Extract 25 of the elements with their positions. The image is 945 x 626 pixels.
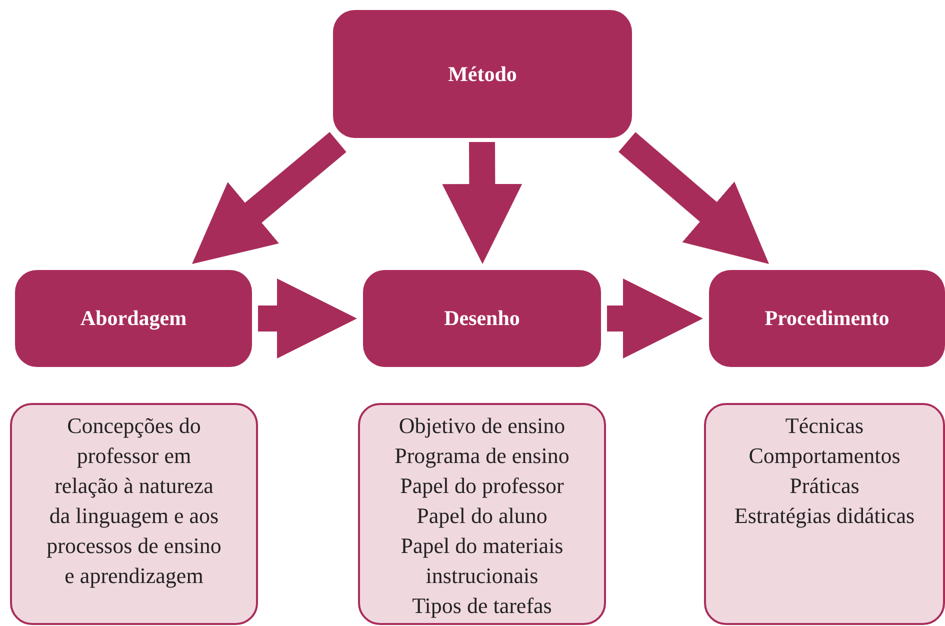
heading-box <box>363 270 601 367</box>
heading-box <box>15 270 252 367</box>
arrow <box>442 142 522 264</box>
box-title: Método <box>448 62 517 86</box>
list-box <box>10 403 258 625</box>
list-item: Programa de ensino <box>394 442 570 470</box>
list-item: Comportamentos <box>748 442 900 470</box>
list-box <box>358 403 606 625</box>
list-item: Tipos de tarefas <box>412 592 552 620</box>
box-title: Desenho <box>444 306 520 331</box>
list-item: Estratégias didáticas <box>734 502 915 530</box>
list-item: Papel do professor <box>400 472 564 500</box>
list-item: Concepções do professor em relação à natureza da linguagem e aos processos de ensino e aprendizagem <box>46 412 222 590</box>
list-item: Técnicas <box>785 412 864 440</box>
list-box <box>704 403 945 625</box>
list-item: Papel do materiais instrucionais <box>400 532 564 590</box>
arrow <box>258 278 357 358</box>
box-title: Abordagem <box>80 306 187 331</box>
heading-box <box>709 270 945 367</box>
list-item: Práticas <box>790 472 860 500</box>
heading-box <box>333 10 632 138</box>
list-item: Papel do aluno <box>416 502 548 530</box>
box-title: Procedimento <box>764 306 890 331</box>
arrow <box>607 278 703 358</box>
list-item: Objetivo de ensino <box>398 412 566 440</box>
